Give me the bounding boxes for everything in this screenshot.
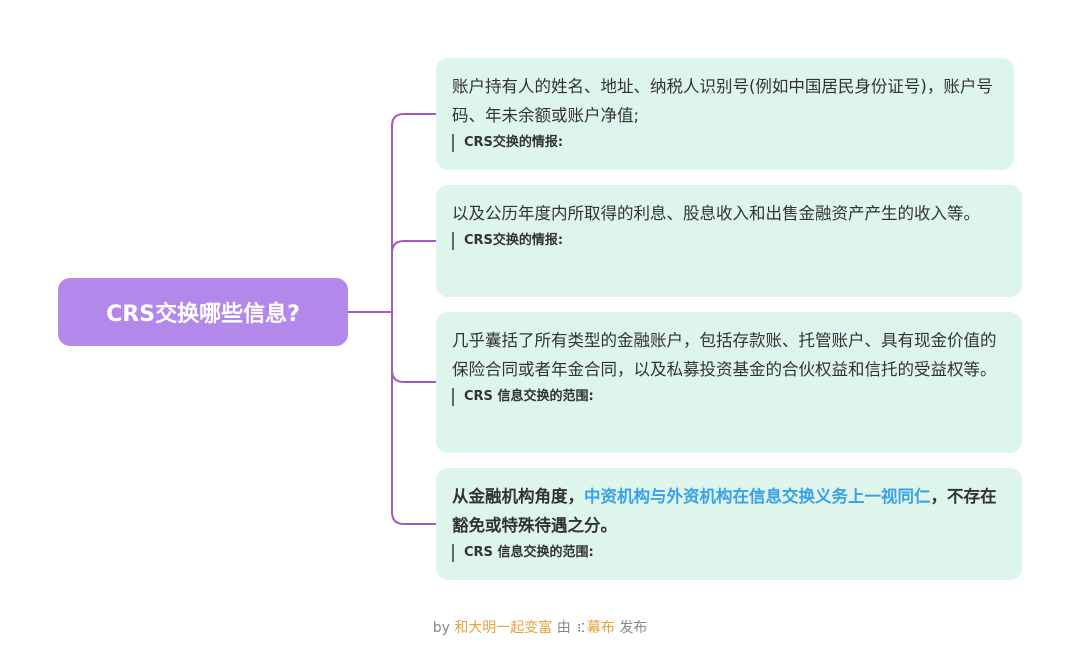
connector-branch-4 — [391, 312, 436, 525]
root-topic-label: CRS交换哪些信息? — [106, 302, 300, 327]
branch-card-1[interactable]: 账户持有人的姓名、地址、纳税人识别号(例如中国居民身份证号)，账户号码、年未余额… — [436, 58, 1014, 170]
branch-card-1-text: 账户持有人的姓名、地址、纳税人识别号(例如中国居民身份证号)，账户号码、年未余额… — [452, 77, 993, 125]
footer-mid: 由 — [556, 620, 571, 636]
branch-card-1-note: CRS交换的情报: — [452, 134, 996, 152]
footer-end: 发布 — [619, 620, 648, 636]
branch-card-4[interactable]: 从金融机构角度，中资机构与外资机构在信息交换义务上一视同仁，不存在豁免或特殊待遇… — [436, 468, 1022, 580]
branch-card-4-text-post: ，不存在豁免或特殊待遇之分。 — [452, 487, 997, 535]
branch-card-2-text: 以及公历年度内所取得的利息、股息收入和出售金融资产产生的收入等。 — [452, 204, 980, 223]
connector-branch-1 — [391, 113, 436, 312]
branch-card-2[interactable]: 以及公历年度内所取得的利息、股息收入和出售金融资产产生的收入等。 CRS交换的情… — [436, 185, 1022, 297]
branch-card-2-note: CRS交换的情报: — [452, 232, 1004, 250]
connector-branch-2 — [391, 240, 436, 312]
connector-branch-3 — [391, 312, 436, 383]
footer-author-link[interactable]: 和大明一起变富 — [454, 620, 553, 636]
branch-card-4-note: CRS 信息交换的范围: — [452, 544, 1004, 562]
branch-card-4-text-pre: 从金融机构角度， — [452, 487, 584, 506]
branch-card-4-text: 从金融机构角度，中资机构与外资机构在信息交换义务上一视同仁，不存在豁免或特殊待遇… — [452, 482, 1004, 540]
footer-by: by — [432, 620, 450, 636]
mubu-logo-icon: ⁝⁚ — [577, 621, 585, 635]
footer-brand-link[interactable]: 幕布 — [586, 620, 615, 636]
branch-card-3[interactable]: 几乎囊括了所有类型的金融账户，包括存款账、托管账户、具有现金价值的保险合同或者年… — [436, 312, 1022, 453]
root-topic[interactable]: CRS交换哪些信息? — [58, 278, 348, 346]
branch-card-3-note: CRS 信息交换的范围: — [452, 388, 1004, 406]
branch-card-4-text-highlight: 中资机构与外资机构在信息交换义务上一视同仁 — [584, 487, 931, 506]
branch-card-3-text: 几乎囊括了所有类型的金融账户，包括存款账、托管账户、具有现金价值的保险合同或者年… — [452, 331, 997, 379]
footer-credit: by 和大明一起变富 由 ⁝⁚幕布 发布 — [0, 617, 1080, 637]
